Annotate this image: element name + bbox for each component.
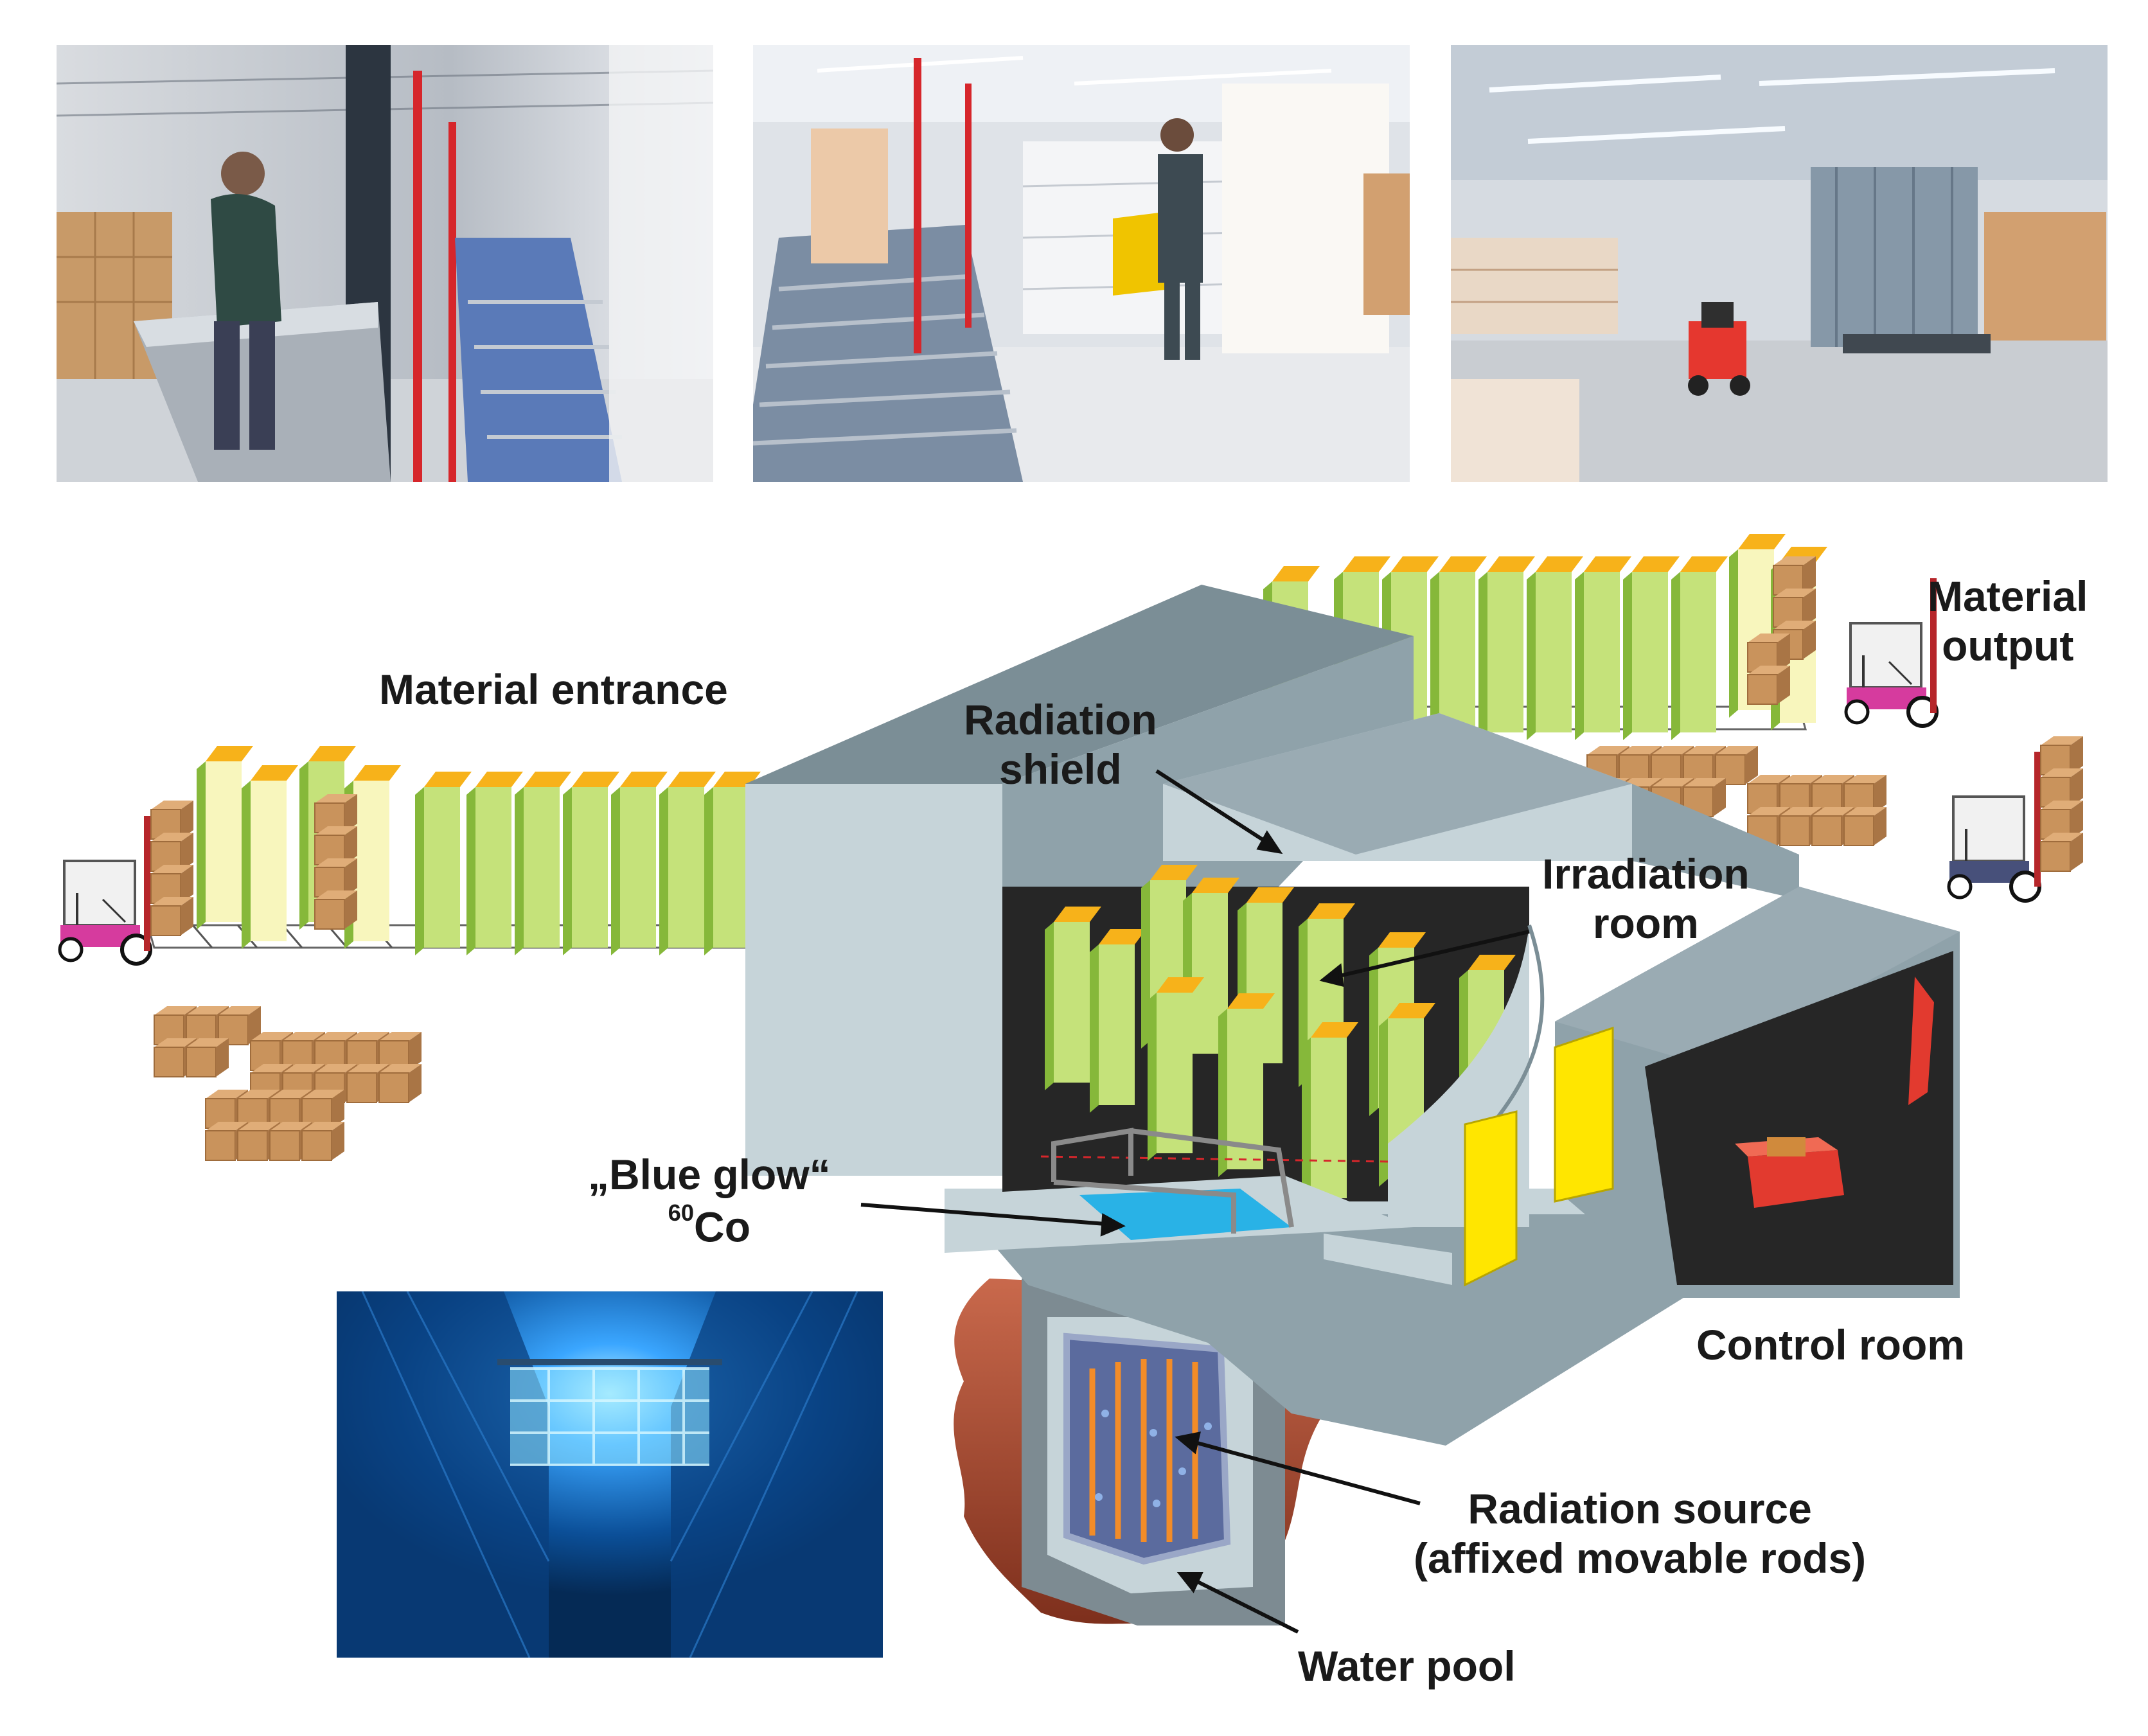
photo-operator-console	[57, 45, 713, 482]
isotope-mass-number: 60	[668, 1199, 695, 1226]
door-right	[1554, 1026, 1614, 1203]
boxes-left-pile	[154, 1005, 422, 1161]
photo-pallet-truck	[753, 45, 1410, 482]
label-material-entrance: Material entrance	[379, 666, 728, 713]
control-panel	[1735, 1137, 1844, 1208]
label-water-pool: Water pool	[1298, 1642, 1516, 1690]
label-radiation-shield: Radiation shield	[964, 696, 1157, 793]
label-irradiation-room: Irradiation room	[1542, 850, 1750, 947]
pool-opening	[1079, 1189, 1291, 1240]
label-blue-glow: „Blue glow“ 60Co	[588, 1151, 831, 1251]
isotope-symbol: Co	[694, 1203, 751, 1251]
water-pool	[1063, 1333, 1231, 1565]
photo-cobalt-pool-glow	[337, 1291, 883, 1658]
forklift-output-right	[1947, 736, 2084, 903]
photo-facility-hall	[1451, 45, 2108, 482]
label-control-room: Control room	[1696, 1321, 1965, 1368]
label-material-output: Material output	[1928, 572, 2088, 669]
door-left	[1464, 1110, 1518, 1287]
label-radiation-source: Radiation source (affixed movable rods)	[1414, 1485, 1867, 1582]
